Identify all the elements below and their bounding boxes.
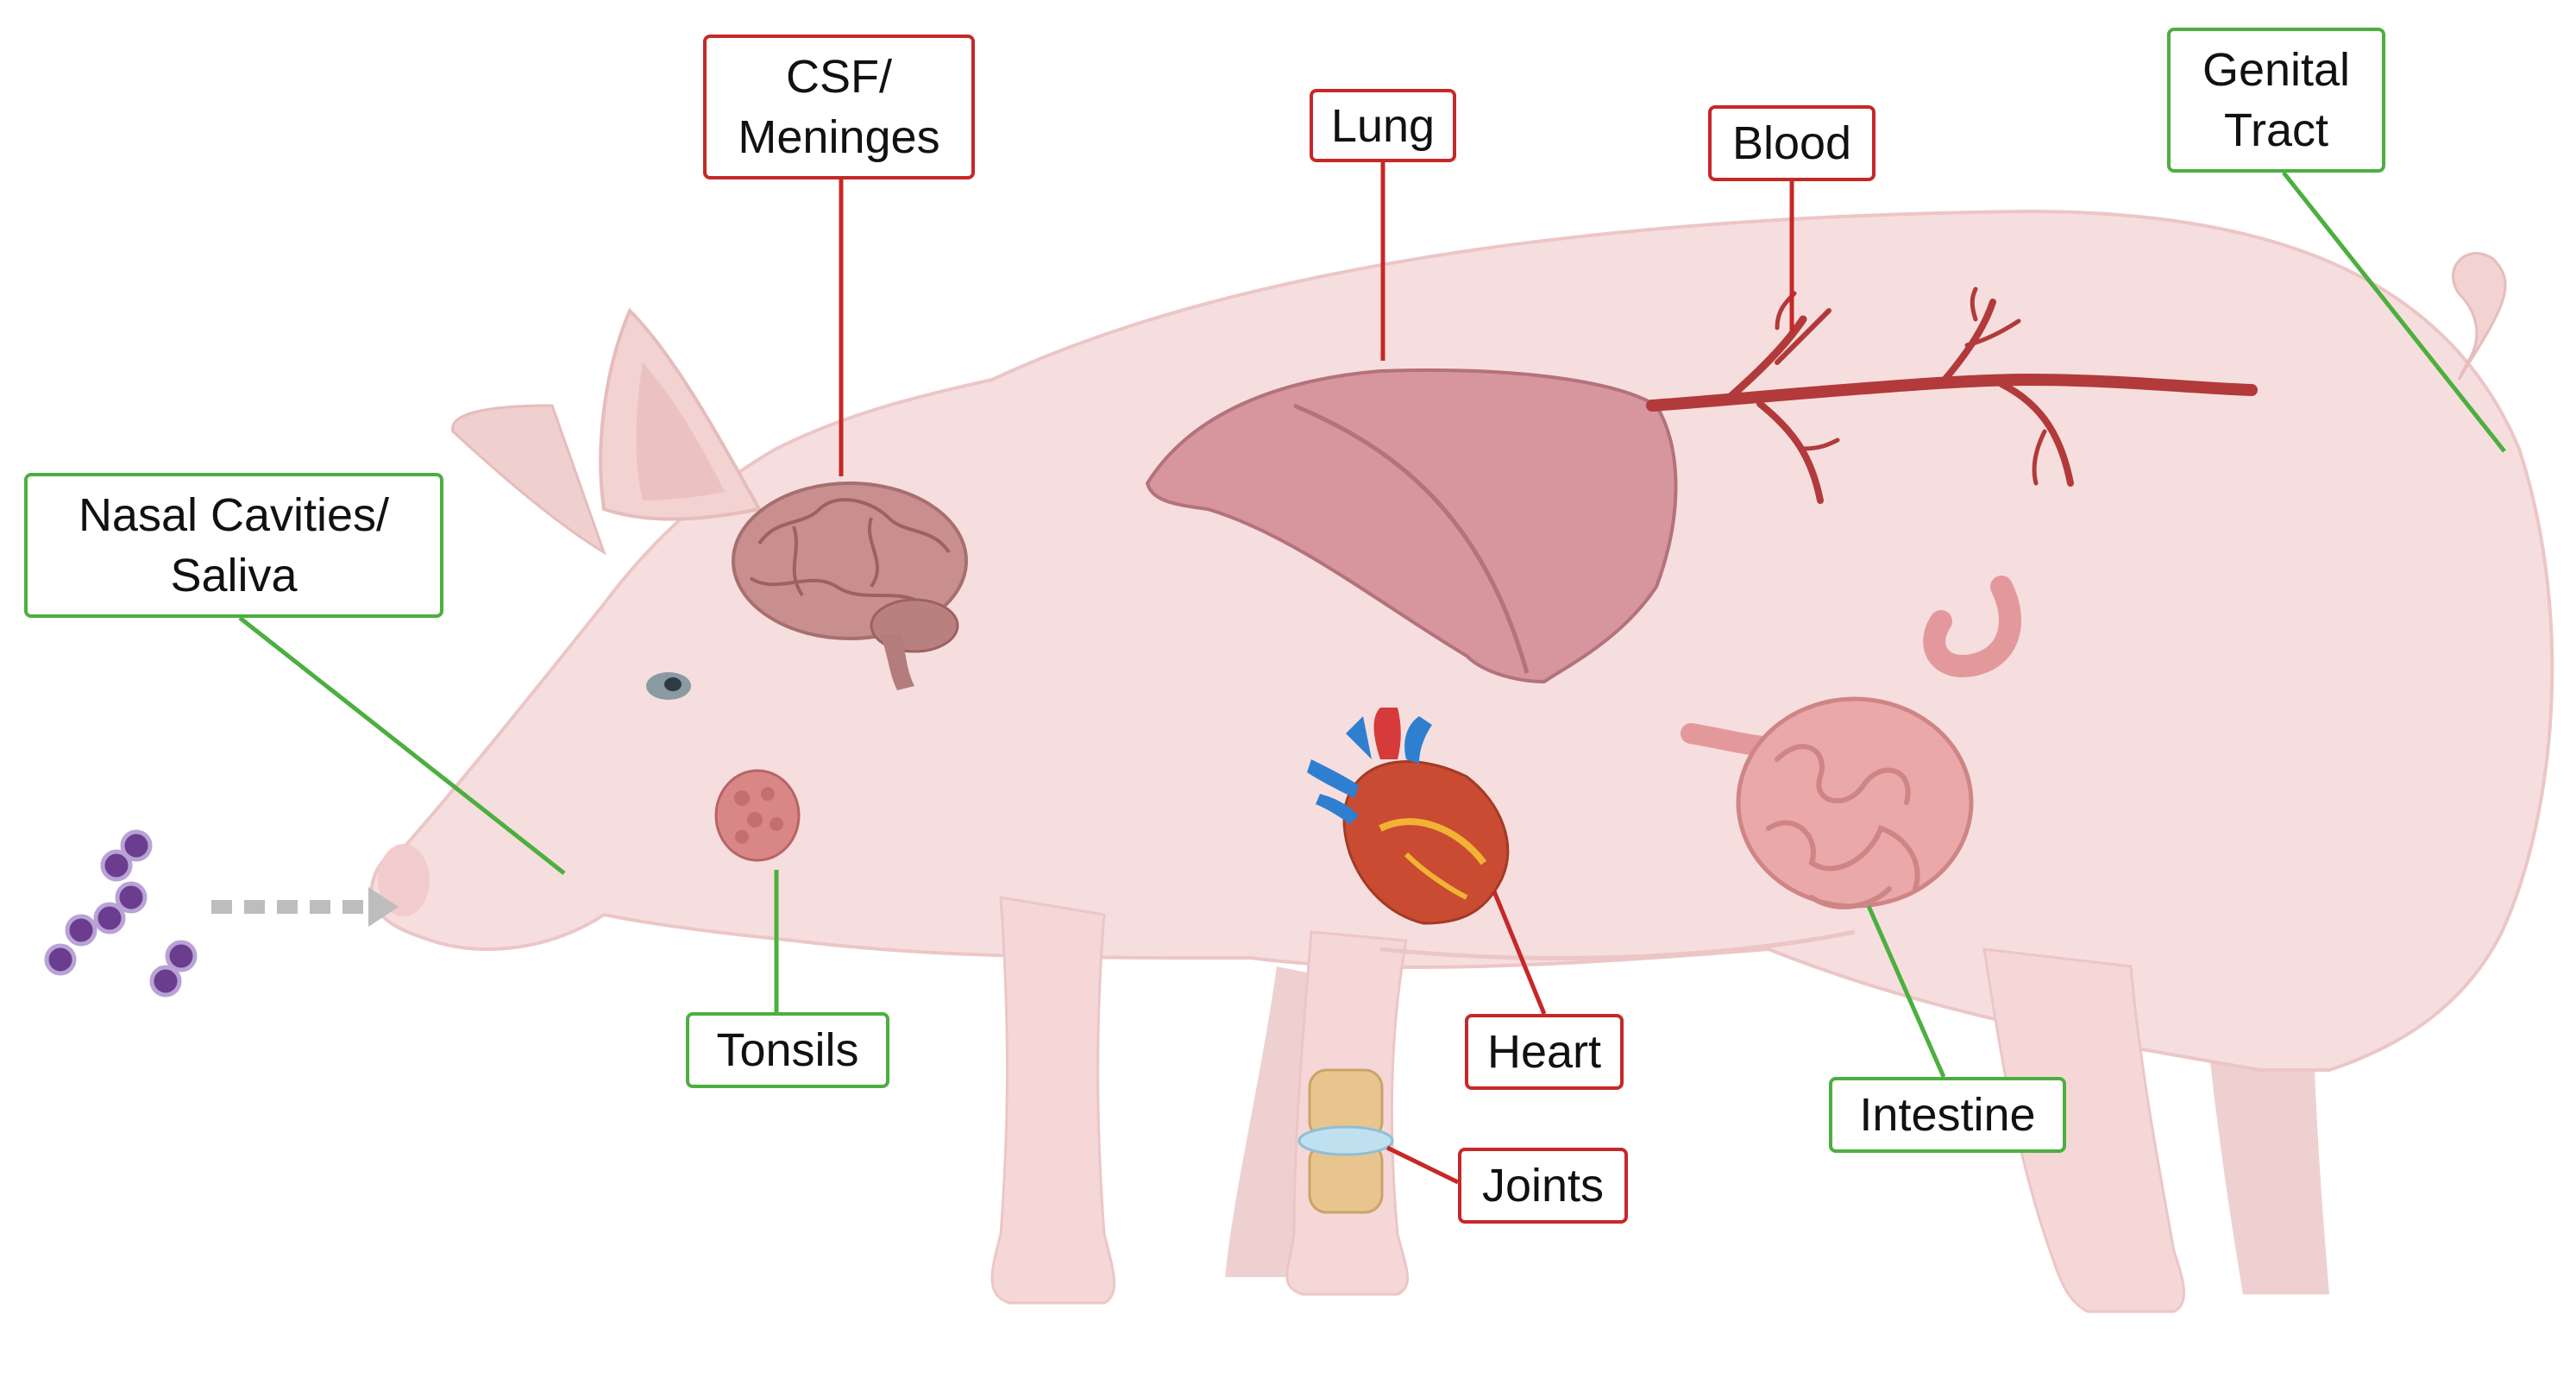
label-lung: Lung — [1310, 89, 1456, 162]
label-blood: Blood — [1708, 105, 1875, 181]
label-csf-meninges: CSF/ Meninges — [703, 35, 975, 179]
label-intestine: Intestine — [1829, 1077, 2066, 1153]
entry-arrow-icon — [211, 887, 399, 927]
label-nasal-cavities-saliva: Nasal Cavities/ Saliva — [24, 473, 443, 618]
label-tonsils: Tonsils — [686, 1012, 889, 1088]
joint-icon — [1297, 1068, 1394, 1214]
label-blood-text: Blood — [1731, 117, 1852, 169]
label-nasal-cavities-saliva-line2: Saliva — [170, 550, 298, 601]
heart-icon — [1307, 708, 1510, 925]
lung-icon — [1145, 368, 1678, 684]
tonsils-icon — [714, 769, 801, 862]
label-genital-tract-line1: Genital — [2202, 44, 2351, 96]
label-csf-meninges-line2: Meninges — [738, 111, 940, 163]
label-heart: Heart — [1465, 1014, 1624, 1090]
label-heart-text: Heart — [1486, 1026, 1602, 1078]
label-genital-tract: Genital Tract — [2167, 28, 2385, 173]
leader-lines — [238, 160, 2506, 1185]
label-intestine-text: Intestine — [1859, 1089, 2036, 1141]
intestine-icon — [1681, 576, 2021, 910]
label-tonsils-text: Tonsils — [716, 1024, 859, 1076]
label-csf-meninges-line1: CSF/ — [785, 51, 892, 103]
bacteria-icon — [44, 829, 198, 998]
label-nasal-cavities-saliva-line1: Nasal Cavities/ — [78, 489, 390, 541]
label-joints: Joints — [1458, 1148, 1628, 1224]
label-joints-text: Joints — [1481, 1160, 1605, 1212]
label-genital-tract-line2: Tract — [2224, 104, 2328, 156]
blood-vessel-icon — [1646, 286, 2258, 504]
label-lung-text: Lung — [1330, 99, 1436, 152]
brain-icon — [732, 482, 968, 690]
